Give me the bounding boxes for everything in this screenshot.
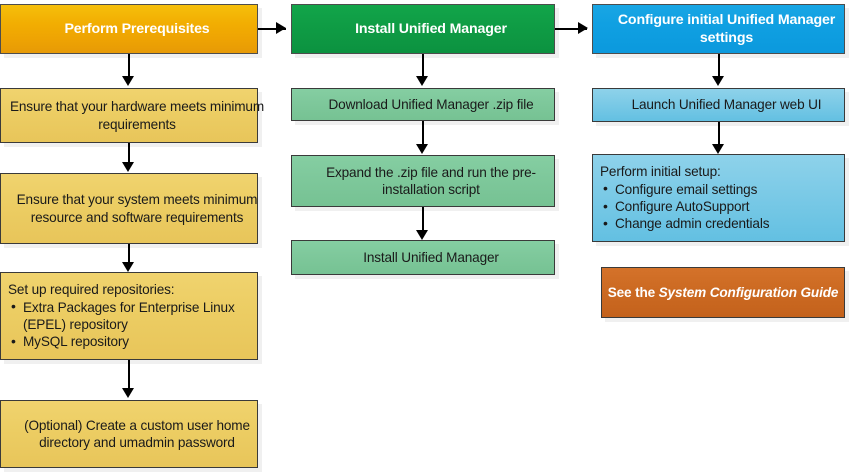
node-launch-web-ui[interactable]: Launch Unified Manager web UI bbox=[592, 88, 845, 122]
connector-prereq-2 bbox=[128, 143, 130, 165]
arrow-configure-2 bbox=[712, 144, 724, 154]
arrow-prereq-1 bbox=[122, 76, 134, 86]
node-expand-zip-run-script[interactable]: Expand the .zip file and run the pre-ins… bbox=[291, 155, 555, 207]
node-label: (Optional) Create a custom user home dir… bbox=[24, 417, 250, 450]
node-system-configuration-guide-reference[interactable]: See the System Configuration Guide bbox=[601, 267, 845, 318]
list-item: Configure email settings bbox=[603, 180, 844, 198]
node-perform-initial-setup[interactable]: Perform initial setup: Configure email s… bbox=[592, 154, 845, 242]
connector-configure-1 bbox=[718, 54, 720, 78]
node-perform-prerequisites[interactable]: Perform Prerequisites bbox=[0, 4, 258, 54]
node-download-zip[interactable]: Download Unified Manager .zip file bbox=[291, 88, 555, 121]
arrow-prereq-to-install bbox=[276, 22, 286, 34]
arrow-install-1 bbox=[416, 76, 428, 86]
list-item: Configure AutoSupport bbox=[603, 197, 844, 215]
node-label: Ensure that your hardware meets minimum … bbox=[9, 99, 265, 132]
node-label: Install Unified Manager bbox=[363, 249, 499, 265]
arrow-prereq-3 bbox=[122, 262, 134, 272]
node-install-unified-manager[interactable]: Install Unified Manager bbox=[291, 240, 555, 275]
node-label: Ensure that your system meets minimum re… bbox=[16, 192, 258, 225]
reference-prefix: See the bbox=[607, 284, 659, 300]
node-label: Expand the .zip file and run the pre-ins… bbox=[326, 164, 536, 197]
connector-prereq-1 bbox=[128, 54, 130, 78]
list-item: Extra Packages for Enterprise Linux (EPE… bbox=[11, 298, 257, 334]
reference-text: See the System Configuration Guide bbox=[602, 284, 844, 301]
node-install-unified-manager-header[interactable]: Install Unified Manager bbox=[291, 4, 555, 54]
connector-prereq-3 bbox=[128, 244, 130, 265]
node-hardware-requirements[interactable]: Ensure that your hardware meets minimum … bbox=[0, 88, 264, 143]
connector-prereq-to-install bbox=[258, 28, 286, 30]
initial-setup-bullet-list: Configure email settings Configure AutoS… bbox=[593, 180, 844, 233]
node-configure-initial-settings-header[interactable]: Configure initial Unified Manager settin… bbox=[592, 4, 845, 54]
list-item: Change admin credentials bbox=[603, 215, 844, 233]
node-required-repositories[interactable]: Set up required repositories: Extra Pack… bbox=[0, 272, 258, 360]
arrow-prereq-2 bbox=[122, 162, 134, 172]
connector-prereq-4 bbox=[128, 360, 130, 390]
connector-configure-2 bbox=[718, 122, 720, 146]
arrow-install-2 bbox=[416, 144, 428, 154]
arrow-configure-1 bbox=[712, 76, 724, 86]
connector-install-1 bbox=[422, 54, 424, 78]
reference-title: System Configuration Guide bbox=[658, 284, 839, 300]
arrow-install-to-configure bbox=[578, 22, 588, 34]
connector-install-3 bbox=[422, 207, 424, 232]
node-label: Install Unified Manager bbox=[355, 20, 507, 37]
list-item: MySQL repository bbox=[11, 333, 257, 351]
connector-install-to-configure bbox=[555, 28, 587, 30]
arrow-prereq-4 bbox=[122, 388, 134, 398]
node-system-requirements[interactable]: Ensure that your system meets minimum re… bbox=[0, 173, 258, 244]
node-label: Launch Unified Manager web UI bbox=[631, 97, 822, 113]
arrow-install-3 bbox=[416, 230, 428, 240]
node-label: Configure initial Unified Manager settin… bbox=[617, 11, 836, 46]
node-label: Perform Prerequisites bbox=[64, 20, 210, 37]
node-lead-label: Perform initial setup: bbox=[600, 164, 721, 180]
node-lead-label: Set up required repositories: bbox=[8, 282, 175, 298]
repository-bullet-list: Extra Packages for Enterprise Linux (EPE… bbox=[1, 298, 257, 351]
connector-install-2 bbox=[422, 121, 424, 146]
node-label: Download Unified Manager .zip file bbox=[328, 96, 534, 112]
node-custom-user-home-directory[interactable]: (Optional) Create a custom user home dir… bbox=[0, 400, 258, 468]
